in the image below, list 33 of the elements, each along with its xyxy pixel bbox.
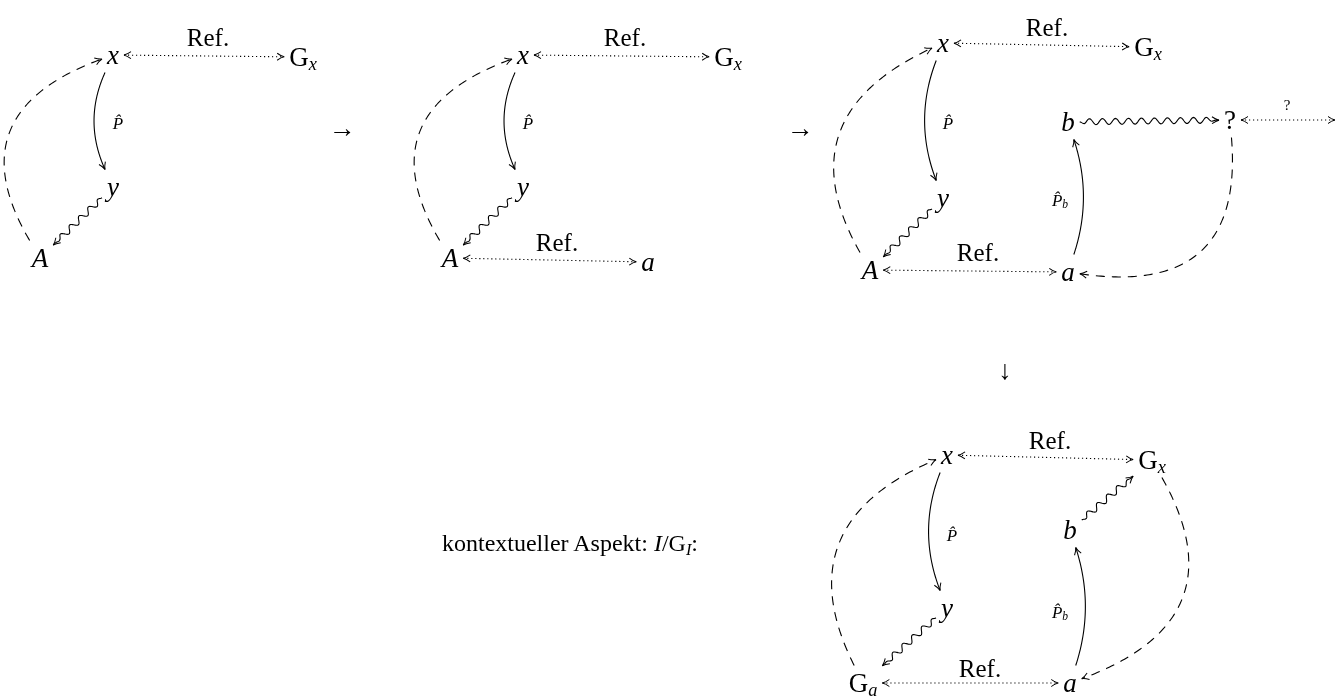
math-symbol: G$_{x}$ [712,42,744,72]
math-symbol: ? [1222,105,1238,135]
caption-text: kontextueller Aspekt: I/G$_{I}$: [441,531,699,555]
math-symbol: y [105,172,121,202]
math-symbol: A [439,243,461,273]
edge-label: P̂$_{b}$ [1049,603,1071,621]
edge-label: ? [1281,97,1293,113]
math-symbol: b [1061,515,1079,545]
math-symbol: a [639,247,657,277]
math-symbol: A [29,243,51,273]
math-symbol: x [515,40,531,70]
edge-label: P̂ [110,114,126,132]
arrow-symbol: → [328,114,356,142]
math-symbol: G$_{x}$ [1132,32,1164,62]
math-symbol: y [939,593,955,623]
math-symbol: a [1059,257,1077,287]
math-symbol: b [1059,107,1077,137]
edge-label: P̂$_{b}$ [1049,191,1071,209]
edge-label: P̂ [520,114,536,132]
edge-label: P̂ [940,114,956,132]
arrow-symbol: → [786,114,814,142]
math-symbol: A [859,255,881,285]
math-symbol: y [515,172,531,202]
arrow-symbol: ↓ [998,356,1012,384]
math-symbol: G$_{a}$ [846,668,880,698]
math-symbol: a [1061,668,1079,698]
math-symbol: x [105,40,121,70]
math-symbol: x [935,28,951,58]
math-symbol: G$_{x}$ [1136,445,1168,475]
math-symbol: x [939,440,955,470]
math-symbol: G$_{x}$ [287,42,319,72]
math-symbol: y [935,183,951,213]
edge-label: P̂ [944,526,960,544]
